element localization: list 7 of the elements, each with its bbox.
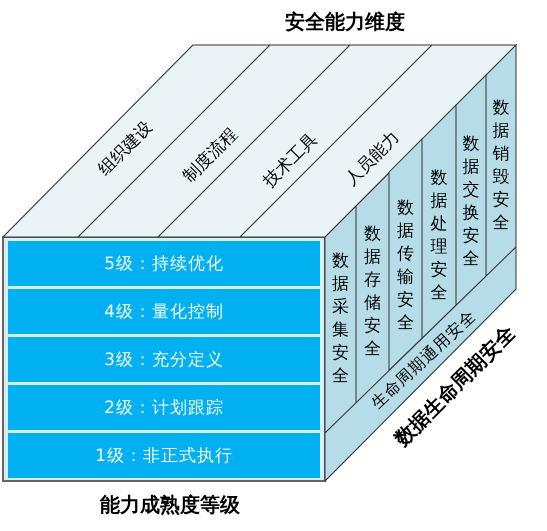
level-bar: 4级：量化控制: [8, 289, 320, 334]
level-bar: 1级：非正式执行: [8, 433, 320, 478]
level-bar: 5级：持续优化: [8, 241, 320, 286]
axis-label: 安全能力维度: [285, 8, 405, 36]
level-bar: 3级：充分定义: [8, 337, 320, 382]
axis-label: 能力成熟度等级: [100, 492, 240, 518]
level-bar: 2级：计划跟踪: [8, 385, 320, 430]
